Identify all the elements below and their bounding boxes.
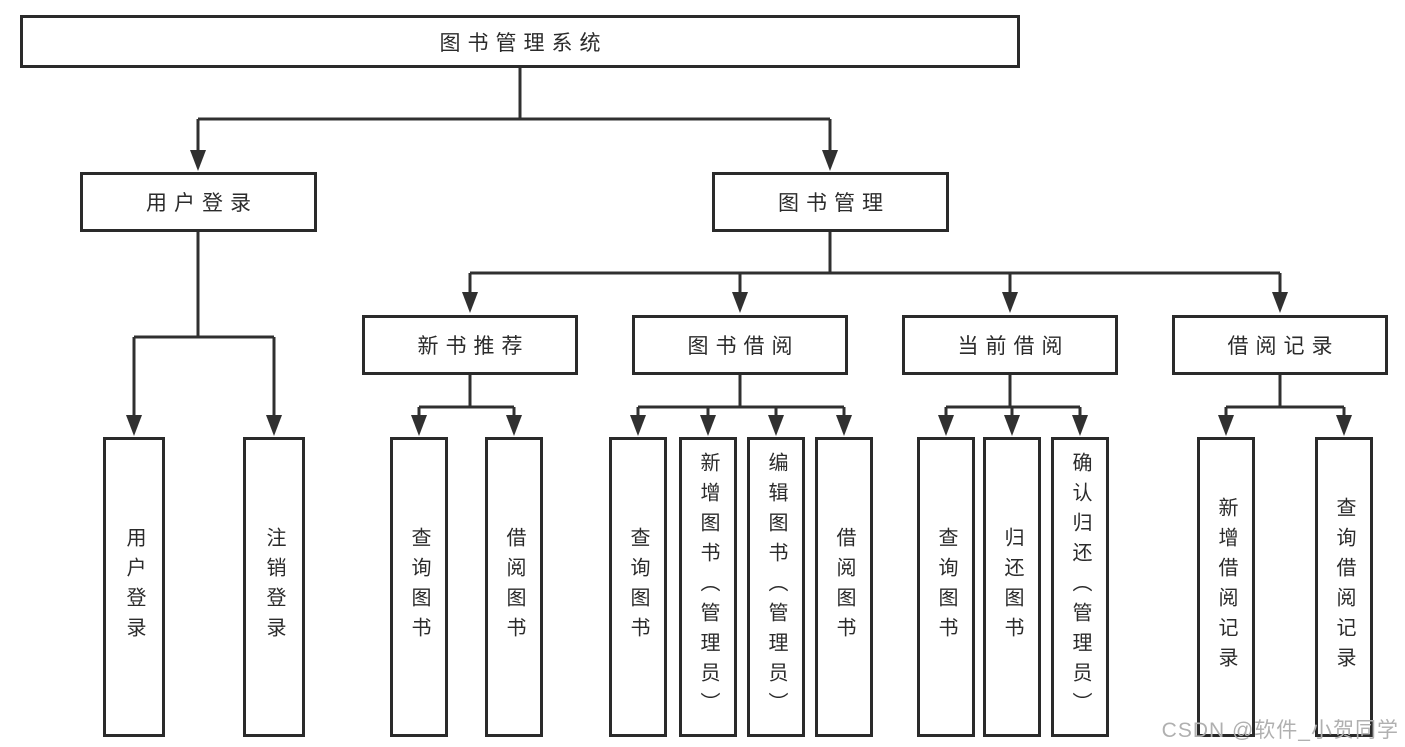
arrow-icon <box>1002 292 1018 313</box>
node-user-login: 用户登录 <box>80 172 317 232</box>
node-label: 用户登录 <box>146 192 258 215</box>
node-library-system: 图书管理系统 <box>20 15 1020 68</box>
arrow-icon <box>836 415 852 436</box>
leaf-add-books-admin: 新增图书（管理员） <box>679 437 737 737</box>
node-label: 新增借阅记录 <box>1215 497 1237 677</box>
arrow-icon <box>1072 415 1088 436</box>
node-new-book-recommend: 新书推荐 <box>362 315 578 375</box>
connector-newbook-to-leaves <box>417 375 516 420</box>
arrow-icon <box>1004 415 1020 436</box>
node-label: 注销登录 <box>263 527 285 647</box>
leaf-user-login: 用户登录 <box>103 437 165 737</box>
leaf-confirm-return-admin: 确认归还（管理员） <box>1051 437 1109 737</box>
leaf-borrow-books-recommend: 借阅图书 <box>485 437 543 737</box>
connector-userlogin-to-leaves <box>132 232 276 420</box>
node-label: 确认归还（管理员） <box>1069 452 1091 722</box>
leaf-logout: 注销登录 <box>243 437 305 737</box>
arrowheads <box>126 150 1352 436</box>
node-book-management: 图书管理 <box>712 172 949 232</box>
node-label: 当前借阅 <box>957 335 1070 358</box>
leaf-borrow-books-borrowing: 借阅图书 <box>815 437 873 737</box>
arrow-icon <box>126 415 142 436</box>
connector-root-to-level2 <box>196 68 832 155</box>
node-label: 归还图书 <box>1001 527 1023 647</box>
node-borrowing-records: 借阅记录 <box>1172 315 1388 375</box>
connector-records-to-leaves <box>1224 375 1346 420</box>
node-label: 新增图书（管理员） <box>697 452 719 722</box>
csdn-watermark: CSDN @软件_小贺同学 <box>1161 719 1399 742</box>
node-label: 借阅记录 <box>1227 335 1340 358</box>
arrow-icon <box>506 415 522 436</box>
node-label: 借阅图书 <box>503 527 525 647</box>
arrow-icon <box>1272 292 1288 313</box>
arrow-icon <box>266 415 282 436</box>
arrow-icon <box>1218 415 1234 436</box>
arrow-icon <box>700 415 716 436</box>
leaf-return-books: 归还图书 <box>983 437 1041 737</box>
node-label: 图书管理 <box>778 192 890 215</box>
leaf-query-borrow-record: 查询借阅记录 <box>1315 437 1373 737</box>
arrow-icon <box>1336 415 1352 436</box>
arrow-icon <box>938 415 954 436</box>
node-label: 新书推荐 <box>417 335 530 358</box>
leaf-query-books-current: 查询图书 <box>917 437 975 737</box>
leaf-add-borrow-record: 新增借阅记录 <box>1197 437 1255 737</box>
node-label: 借阅图书 <box>833 527 855 647</box>
leaf-query-books-recommend: 查询图书 <box>390 437 448 737</box>
arrow-icon <box>732 292 748 313</box>
node-label: 查询图书 <box>408 527 430 647</box>
arrow-icon <box>768 415 784 436</box>
node-label: 查询图书 <box>627 527 649 647</box>
node-label: 图书管理系统 <box>439 31 608 55</box>
node-label: 查询借阅记录 <box>1333 497 1355 677</box>
node-label: 用户登录 <box>123 527 145 647</box>
leaf-query-books-borrowing: 查询图书 <box>609 437 667 737</box>
leaf-edit-books-admin: 编辑图书（管理员） <box>747 437 805 737</box>
connector-bookmgmt-to-level3 <box>468 232 1282 297</box>
connector-borrowing-to-leaves <box>636 375 846 420</box>
node-current-borrowing: 当前借阅 <box>902 315 1118 375</box>
arrow-icon <box>462 292 478 313</box>
connector-current-to-leaves <box>944 375 1082 420</box>
node-book-borrowing: 图书借阅 <box>632 315 848 375</box>
node-label: 编辑图书（管理员） <box>765 452 787 722</box>
arrow-icon <box>822 150 838 171</box>
node-label: 查询图书 <box>935 527 957 647</box>
node-label: 图书借阅 <box>687 335 800 358</box>
arrow-icon <box>190 150 206 171</box>
arrow-icon <box>411 415 427 436</box>
arrow-icon <box>630 415 646 436</box>
